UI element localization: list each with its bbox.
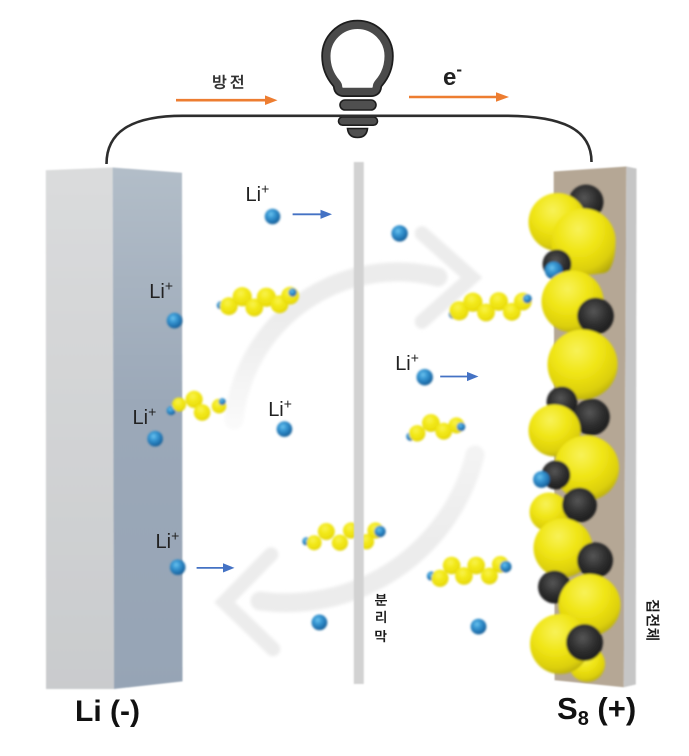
svg-text:e-: e- — [443, 60, 462, 91]
svg-text:S8 (+): S8 (+) — [557, 691, 636, 730]
svg-text:Li+: Li+ — [268, 396, 292, 422]
svg-text:Li (-): Li (-) — [75, 695, 140, 728]
svg-text:Li+: Li+ — [395, 350, 419, 376]
svg-text:Li+: Li+ — [246, 181, 270, 207]
